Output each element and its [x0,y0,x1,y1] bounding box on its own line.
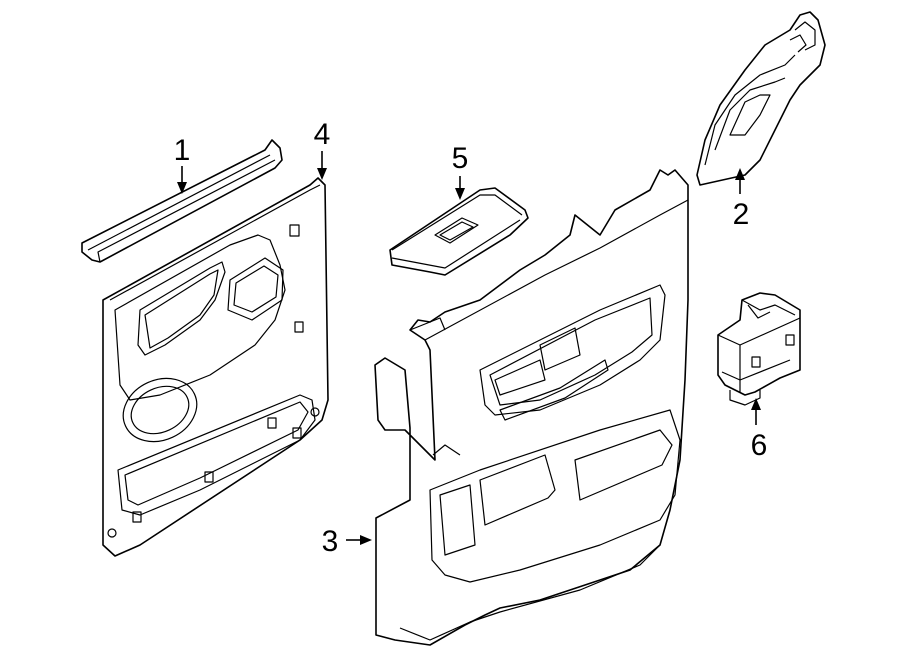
callout-4: 4 [314,118,331,151]
part-2-trim-piece[interactable] [696,11,826,186]
callout-1: 1 [174,134,191,167]
part-4-door-trim-panel[interactable] [102,177,329,557]
leader-6 [751,398,761,425]
callout-6: 6 [751,429,768,462]
leader-1 [177,166,187,194]
part-6-window-switch[interactable] [717,292,801,406]
callout-2: 2 [733,198,750,231]
leader-3 [346,535,372,545]
callout-3: 3 [322,525,339,558]
leader-2 [735,168,745,194]
part-3-door-trim-panel-large[interactable] [374,169,689,646]
part-5-switch-bezel[interactable] [389,187,529,276]
leader-4 [317,151,327,180]
leader-5 [455,176,465,200]
part-1-weatherstrip[interactable] [81,139,283,263]
callout-5: 5 [452,142,469,175]
